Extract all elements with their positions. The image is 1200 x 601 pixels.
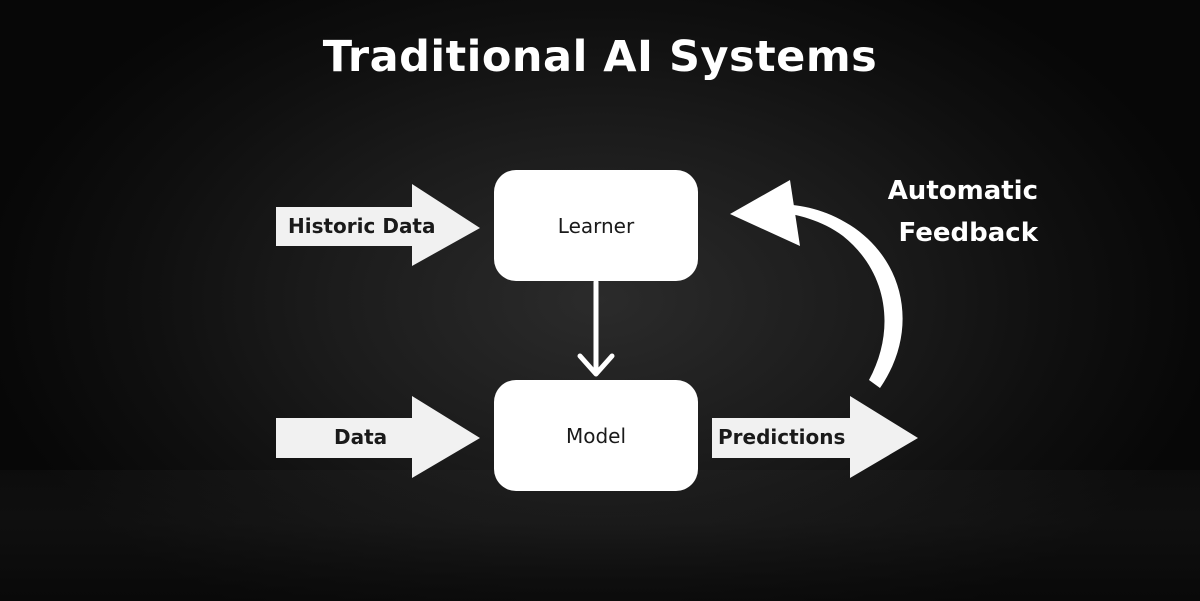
model-node: Model	[494, 380, 698, 491]
page-title: Traditional AI Systems	[322, 32, 878, 82]
predictions-label: Predictions	[718, 425, 846, 449]
floor-shading	[0, 470, 1200, 601]
predictions-arrow	[712, 396, 918, 478]
feedback-curve	[772, 204, 903, 388]
automatic-feedback-label: Automatic Feedback	[858, 170, 1038, 254]
learner-to-model-arrowhead	[577, 353, 615, 377]
historic-data-arrow	[276, 184, 480, 266]
feedback-line-1: Automatic	[887, 176, 1038, 206]
historic-data-label: Historic Data	[288, 214, 436, 238]
data-arrow	[276, 396, 480, 478]
data-label: Data	[334, 425, 388, 449]
learner-node: Learner	[494, 170, 698, 281]
learner-label: Learner	[557, 213, 635, 238]
feedback-line-2: Feedback	[898, 218, 1038, 248]
feedback-arrowhead	[730, 180, 800, 246]
model-label: Model	[565, 423, 627, 448]
